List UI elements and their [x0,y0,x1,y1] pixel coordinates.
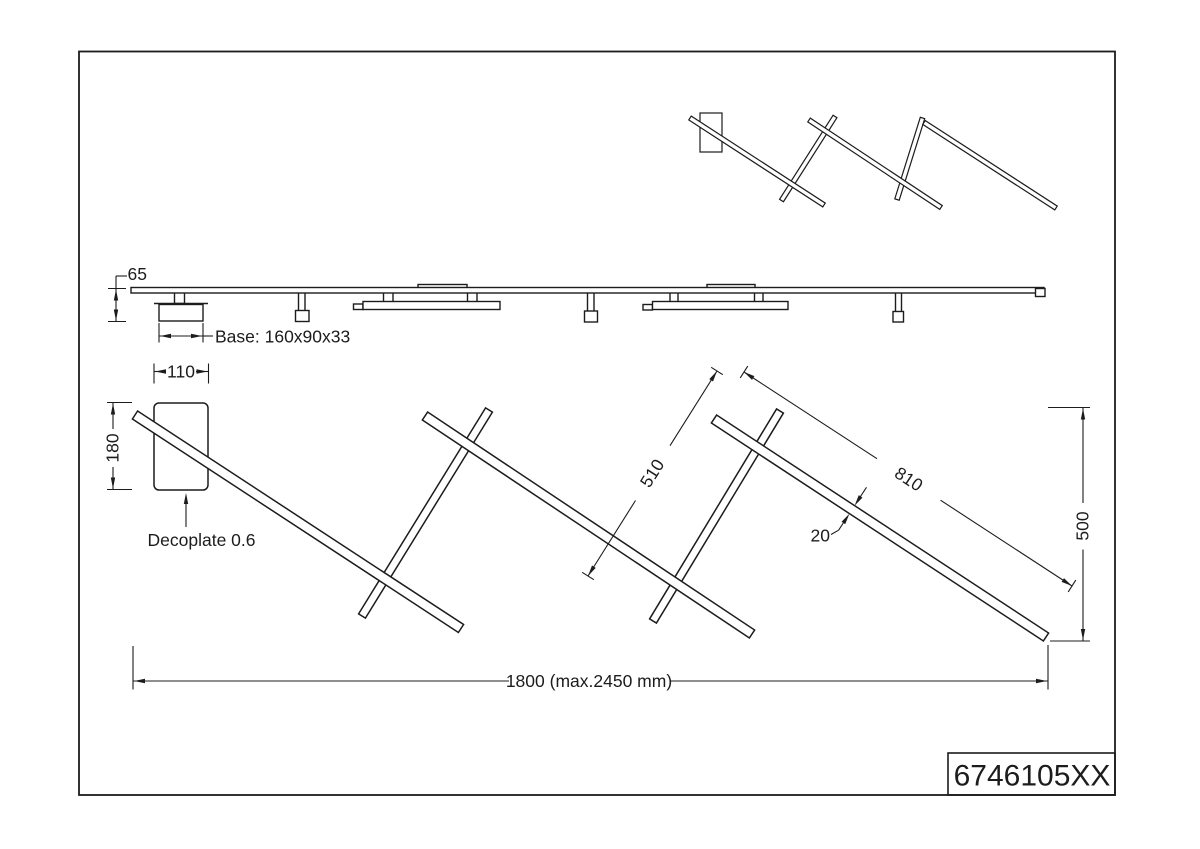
base-size-label: Base: 160x90x33 [215,327,350,347]
side-base-stem [173,291,186,305]
dim-65-label: 65 [128,264,147,284]
front-long-bar-3 [710,413,1050,643]
dim-510-label: 510 [636,455,669,491]
decoplate-label: Decoplate 0.6 [148,530,256,550]
decoplate-arrow [183,493,189,504]
side-view: 65 Base: 160x90x33 [108,264,1046,347]
part-number: 6746105XX [954,760,1111,793]
dim-510-arrow-bottom [588,565,596,576]
iso-long-bar-2 [806,117,944,211]
dim-1800-arrow-left [134,678,145,684]
dim-20-tail-upper [859,486,867,499]
dim-110-arrow-left [155,369,166,374]
dim-65-arrow-up [113,289,119,301]
dim-510-line-bottom [587,500,636,577]
iso-long-bar-3 [921,119,1059,211]
title-block-frame [947,752,1116,796]
dim-810-line-bottom [940,499,1073,587]
side-peg1-stem [297,291,306,312]
front-long-bar-1 [131,409,465,634]
side-peg1-foot [294,309,310,323]
iso-cross-bar-1 [778,114,838,203]
side-peg3-foot [892,310,905,323]
title-block: 6746105XX [947,752,1116,796]
dim-810-arrow-top [744,372,755,380]
dim-height-180: 180 [103,401,132,491]
dim-110-label: 110 [167,362,195,382]
side-subbar2-end-step [642,303,654,311]
dim-180-label: 180 [103,433,123,462]
side-rail-end-cap [1034,287,1046,298]
dim-width-110: 110 [153,362,210,384]
side-main-rail [130,286,1045,294]
dim-500-arrow-up [1080,408,1086,420]
sheet-border [78,50,1116,796]
dim-height-500: 500 [1048,406,1093,642]
dim-base-arrow-right [191,333,202,339]
dim-510-arrow-top [709,371,717,382]
side-subbar1-end-step [352,303,364,311]
dim-180-arrow-up [110,403,116,415]
dim-810-arrow-bottom [1061,578,1072,586]
dim-20-elbow [830,529,839,535]
dim-20-label: 20 [811,526,831,546]
front-long-bar-2 [421,411,756,639]
dim-810-label: 810 [891,463,927,496]
dim-thickness-20: 20 [811,486,867,546]
dim-810-line-top [743,371,878,460]
dim-110-arrow-right [196,369,208,374]
dim-overall-1800: 1800 (max.2450 mm) [132,645,1049,691]
dim-1800-label: 1800 (max.2450 mm) [506,671,672,691]
side-peg2-stem [586,291,595,313]
side-base-box [158,303,204,322]
dim-bar-810: 810 [739,365,1077,593]
dim-height-65: 65 [108,264,147,323]
dim-20-arrow-upper [854,495,863,506]
dim-65-arrow-down [113,309,119,321]
decoplate-callout: Decoplate 0.6 [148,493,256,550]
side-subbar1 [362,300,501,311]
side-subbar2 [651,300,789,311]
dim-base-arrow-left [160,333,171,339]
iso-view [687,112,1059,211]
front-cross-bar-1 [357,406,494,620]
iso-long-bar-1 [687,115,827,208]
dim-1800-arrow-right [1036,678,1047,684]
dim-base: Base: 160x90x33 [158,323,350,347]
dim-510-line-top [669,370,718,446]
dim-180-arrow-down [110,477,116,489]
front-cross-bar-2 [648,407,785,625]
dim-500-label: 500 [1073,511,1093,540]
front-view: 110 180 Decoplate 0.6 510 [103,362,1093,692]
side-peg2-foot [583,310,599,323]
dim-20-arrow-lower [841,513,850,525]
side-peg3-stem [894,291,903,313]
dim-500-arrow-down [1080,629,1086,640]
